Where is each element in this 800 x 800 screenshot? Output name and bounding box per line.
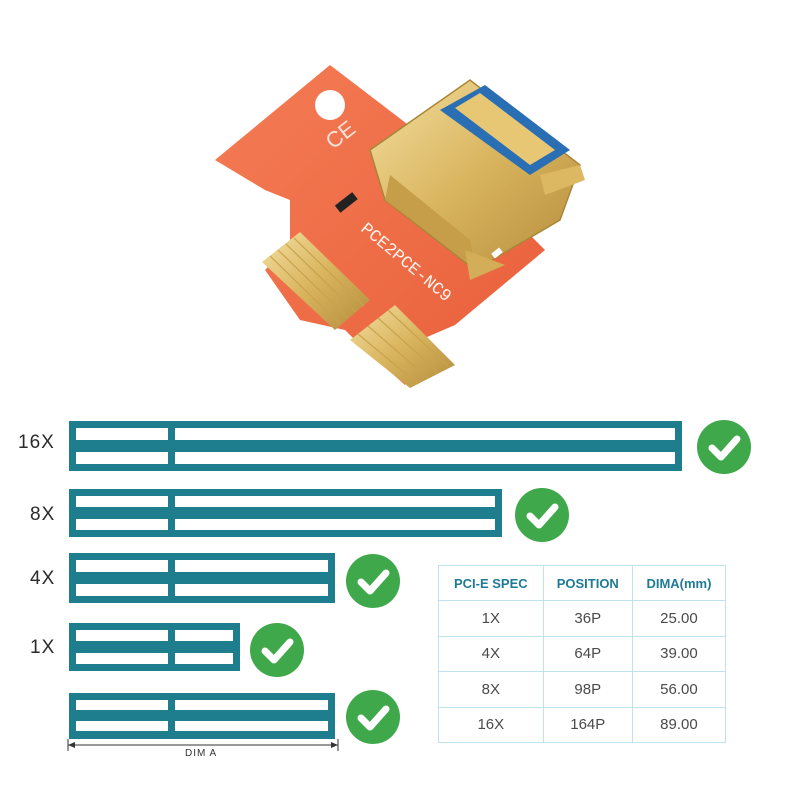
- table-header-cell: POSITION: [542, 565, 633, 601]
- gold-fingers-primary: [262, 232, 370, 330]
- dimension-label: DIM A: [185, 748, 218, 759]
- smd-component: [334, 192, 358, 213]
- pcb-board: [215, 65, 545, 385]
- table-header-cell: PCI-E SPEC: [438, 565, 544, 601]
- table-cell: 4X: [438, 635, 544, 672]
- dimension-arrow: [67, 739, 339, 751]
- usb-connector: [369, 79, 585, 280]
- table-cell: 16X: [438, 706, 544, 743]
- pcie-slot-8x: [69, 489, 502, 537]
- pcie-spec-table: PCI-E SPEC POSITION DIMA(mm) 1X 36P 25.0…: [438, 565, 727, 743]
- table-header-row: PCI-E SPEC POSITION DIMA(mm): [438, 565, 727, 601]
- table-cell: 164P: [542, 706, 633, 743]
- table-cell: 56.00: [631, 671, 727, 708]
- riser-card-photo: CE PCE2PCE-NC9: [215, 65, 585, 388]
- table-cell: 36P: [542, 600, 633, 637]
- table-header-cell: DIMA(mm): [631, 565, 727, 601]
- table-cell: 64P: [542, 635, 633, 672]
- table-row: 1X 36P 25.00: [438, 600, 727, 637]
- check-icon-1x: [250, 623, 304, 677]
- table-row: 16X 164P 89.00: [438, 706, 727, 743]
- pcie-slot-dim-a: [69, 693, 335, 739]
- table-cell: 89.00: [631, 706, 727, 743]
- table-row: 8X 98P 56.00: [438, 671, 727, 708]
- pcie-slot-1x: [69, 623, 240, 671]
- led-component: [491, 247, 503, 259]
- table-cell: 25.00: [631, 600, 727, 637]
- table-cell: 39.00: [631, 635, 727, 672]
- mounting-hole: [315, 90, 345, 120]
- table-cell: 1X: [438, 600, 544, 637]
- slot-label-1x: 1X: [30, 637, 56, 658]
- check-icon-4x: [346, 554, 400, 608]
- slot-label-16x: 16X: [18, 432, 55, 453]
- slot-label-8x: 8X: [30, 504, 56, 525]
- pcie-slot-4x: [69, 553, 335, 603]
- table-cell: 98P: [542, 671, 633, 708]
- pcie-slot-16x: [69, 421, 682, 471]
- table-cell: 8X: [438, 671, 544, 708]
- slot-label-4x: 4X: [30, 568, 56, 589]
- table-row: 4X 64P 39.00: [438, 635, 727, 672]
- check-icon-8x: [515, 488, 569, 542]
- check-icon-16x: [697, 420, 751, 474]
- check-icon-dim-a: [346, 690, 400, 744]
- gold-fingers-secondary: [350, 305, 455, 388]
